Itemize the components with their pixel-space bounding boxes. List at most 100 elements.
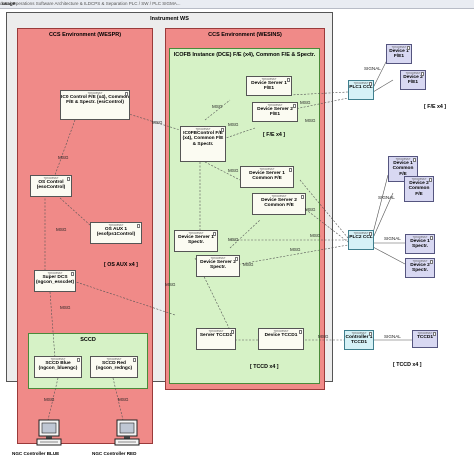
- signal-edge: [372, 246, 406, 265]
- msg-label: MSG: [228, 122, 239, 127]
- msg-label: MSG: [165, 282, 176, 287]
- plc2-ccl-component[interactable]: «process» PLC2 CCL: [348, 230, 374, 250]
- instance-title: ICOFB Instance (DCE) F/E (x4), Common F/…: [173, 52, 316, 58]
- edge: [59, 197, 91, 226]
- device2-spectr-label: Device 2 Spectr.: [410, 263, 430, 274]
- plc1-ccl-component[interactable]: «process» PLC1 CCL: [348, 80, 374, 100]
- msg-label: MSG: [60, 305, 71, 310]
- component-icon: [369, 332, 372, 336]
- ic0-control-label: IC0 Control F/E (x4), Common F/E & Spect…: [61, 95, 129, 106]
- dev-srv-2-fe1-label: Device Server 2 F/E1: [257, 107, 293, 118]
- sccd-title: SCCD: [80, 337, 96, 343]
- sccd-blue-label: SCCD Blue (ngcon_bluengc): [38, 361, 78, 372]
- dev-srv-1-common-component[interactable]: «process» Device Server 1 Common F/E: [240, 166, 294, 188]
- msg-label: MSG: [290, 247, 301, 252]
- stereotype: «process»: [351, 331, 367, 335]
- edge: [69, 279, 176, 316]
- computer-icon[interactable]: [112, 418, 142, 448]
- msg-label: MSG: [228, 237, 239, 242]
- device-tccd1-component[interactable]: «process» Device TCCD1: [258, 328, 304, 350]
- controller-tccd1-component[interactable]: «process» Controller 1 TCCD1: [344, 330, 374, 350]
- device2-fe1[interactable]: «process» Device 2 F/E1: [400, 70, 426, 90]
- edge: [112, 377, 124, 421]
- computer-icon[interactable]: [34, 418, 64, 448]
- component-icon: [413, 158, 416, 162]
- msg-label: MSG: [58, 155, 69, 160]
- stereotype: «process»: [412, 235, 428, 239]
- signal-label: SIGNAL: [384, 334, 401, 339]
- super-dcs-component[interactable]: «process» Super DCS (ngcon_esscdet): [34, 270, 76, 292]
- tccd1-label: TCCD1: [417, 335, 433, 340]
- stereotype: «process»: [411, 177, 427, 181]
- device1-fe1-label: Device 1 F/E1: [389, 49, 409, 60]
- component-icon: [235, 257, 238, 261]
- dev-srv-2-fe1-component[interactable]: «process» Device Server 2 F/E1: [252, 102, 298, 122]
- msg-label: MSG: [318, 334, 329, 339]
- signal-label: SIGNAL: [384, 236, 401, 241]
- stereotype: «process»: [208, 329, 224, 333]
- component-icon: [125, 92, 128, 96]
- edge: [204, 99, 231, 121]
- device1-fe1[interactable]: «process» Device 1 F/E1: [386, 44, 412, 64]
- sccd-blue-component[interactable]: «process» SCCD Blue (ngcon_bluengc): [34, 356, 82, 378]
- os-aux-component[interactable]: «process» OS AUX 1 (esofps1Control): [90, 222, 142, 244]
- server-tccd1-component[interactable]: «process» Server TCCD1: [196, 328, 236, 350]
- ic0-control-component[interactable]: «process» IC0 Control F/E (x4), Common F…: [60, 90, 130, 120]
- stereotype: «process»: [353, 231, 369, 235]
- stereotype: «process»: [47, 271, 63, 275]
- component-icon: [231, 330, 234, 334]
- msg-label: MSG: [44, 397, 55, 402]
- os-control-component[interactable]: «process» OS Control (esoControl): [30, 175, 72, 197]
- dev-srv-1-spectr-component[interactable]: «process» Device Server 1 Spectr.: [174, 230, 218, 252]
- msg-label: MSG: [56, 227, 67, 232]
- stereotype: «process»: [210, 256, 226, 260]
- stereotype: «process»: [43, 176, 59, 180]
- stereotype: «process»: [188, 231, 204, 235]
- sccd-red-component[interactable]: «process» SCCD Red (ngcon_redngc): [90, 356, 138, 378]
- stereotype: «process»: [391, 45, 407, 49]
- plc2-ccl-label: PLC2 CCL: [349, 235, 373, 240]
- component-icon: [221, 128, 224, 132]
- stereotype: «process»: [50, 357, 66, 361]
- device-tccd1-label: Device TCCD1: [264, 333, 298, 338]
- os-control-label: OS Control (esoControl): [36, 180, 66, 191]
- stereotype: «process»: [405, 71, 421, 75]
- server-tccd1-label: Server TCCD1: [199, 333, 233, 338]
- signal-edge: [372, 174, 389, 234]
- edge: [204, 161, 241, 181]
- os-aux-label: OS AUX 1 (esofps1Control): [96, 227, 136, 238]
- stereotype: «process»: [261, 77, 277, 81]
- dev-srv-2-spectr-component[interactable]: «process» Device Server 2 Spectr.: [196, 255, 240, 277]
- stereotype: «process»: [273, 329, 289, 333]
- component-icon: [67, 177, 70, 181]
- component-icon: [299, 330, 302, 334]
- ngc-controller-red-label: NGC Controller RED: [92, 451, 137, 456]
- instrument-ws-title: Instrument WS: [150, 16, 189, 22]
- msg-label: MSG: [118, 397, 129, 402]
- titlebar-path: data | Operations Software Architecture …: [0, 1, 181, 6]
- dev-srv-2-common-component[interactable]: «process» Device Server 2 Common F/E: [252, 193, 306, 215]
- device2-common[interactable]: «process» Device 2 Common F/E: [404, 176, 434, 202]
- signal-label: SIGNAL: [378, 195, 395, 200]
- stereotype: «process»: [267, 103, 283, 107]
- signal-edge: [372, 192, 394, 239]
- plc1-ccl-label: PLC1 CCL: [349, 85, 373, 90]
- dev-srv-1-spectr-label: Device Server 1 Spectr.: [178, 235, 214, 246]
- tccd1-device[interactable]: «process» TCCD1: [412, 330, 438, 348]
- device1-spectr[interactable]: «process» Device 1 Spectr.: [405, 234, 435, 254]
- msg-label: MSG: [305, 207, 316, 212]
- component-icon: [421, 72, 424, 76]
- ic0fb-control-label: IC0FBControl F/E (x4), Common F/E & Spec…: [182, 131, 224, 147]
- dev-srv-1-fe1-component[interactable]: «process» Device Server 1 F/E1: [246, 76, 292, 96]
- edge: [47, 377, 59, 421]
- msg-label: MSG: [310, 233, 321, 238]
- edge: [229, 219, 261, 249]
- stereotype: «process»: [271, 194, 287, 198]
- device2-fe1-label: Device 2 F/E1: [403, 75, 423, 86]
- note-tccd-x4: [ TCCD x4 ]: [250, 364, 279, 370]
- msg-label: MSG: [228, 168, 239, 173]
- controller-tccd1-label: Controller 1 TCCD1: [345, 335, 373, 346]
- ic0fb-control-component[interactable]: «process» IC0FBControl F/E (x4), Common …: [180, 126, 226, 162]
- device2-spectr[interactable]: «process» Device 2 Spectr.: [405, 258, 435, 278]
